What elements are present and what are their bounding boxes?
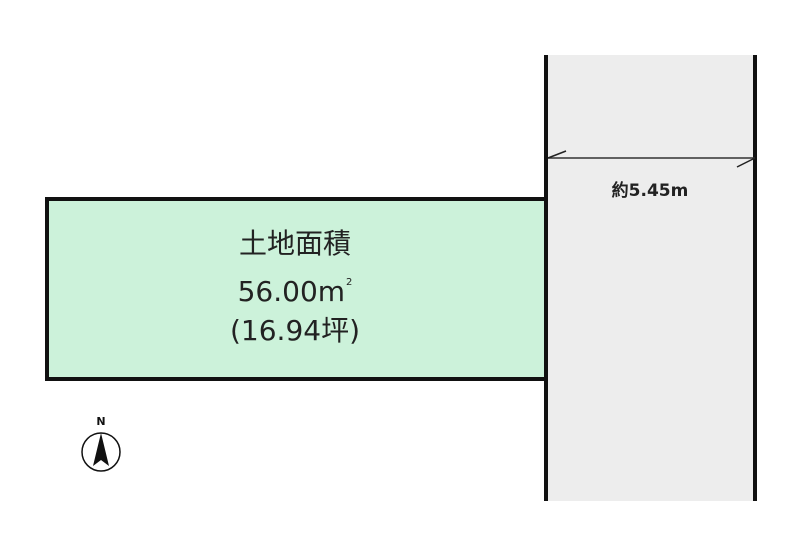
road-area	[548, 55, 753, 501]
road-left-boundary	[544, 55, 548, 501]
plot-title: 土地面積	[238, 227, 351, 260]
square-superscript: 2	[346, 277, 353, 288]
road-width-dimension-line	[547, 150, 756, 168]
plot-area-sqm: 56.00m2	[170, 263, 420, 311]
plot-area-tsubo: (16.94坪)	[229, 314, 360, 347]
plot-area-label: 土地面積 56.00m2 (16.94坪)	[170, 224, 420, 350]
road-right-boundary	[753, 55, 757, 501]
land-plot	[45, 197, 544, 381]
road-width-label: 約5.45m	[611, 181, 689, 201]
north-arrow-icon: N	[81, 415, 121, 472]
plot-area-sqm-value: 56.00m	[237, 275, 346, 308]
north-label: N	[96, 415, 105, 428]
